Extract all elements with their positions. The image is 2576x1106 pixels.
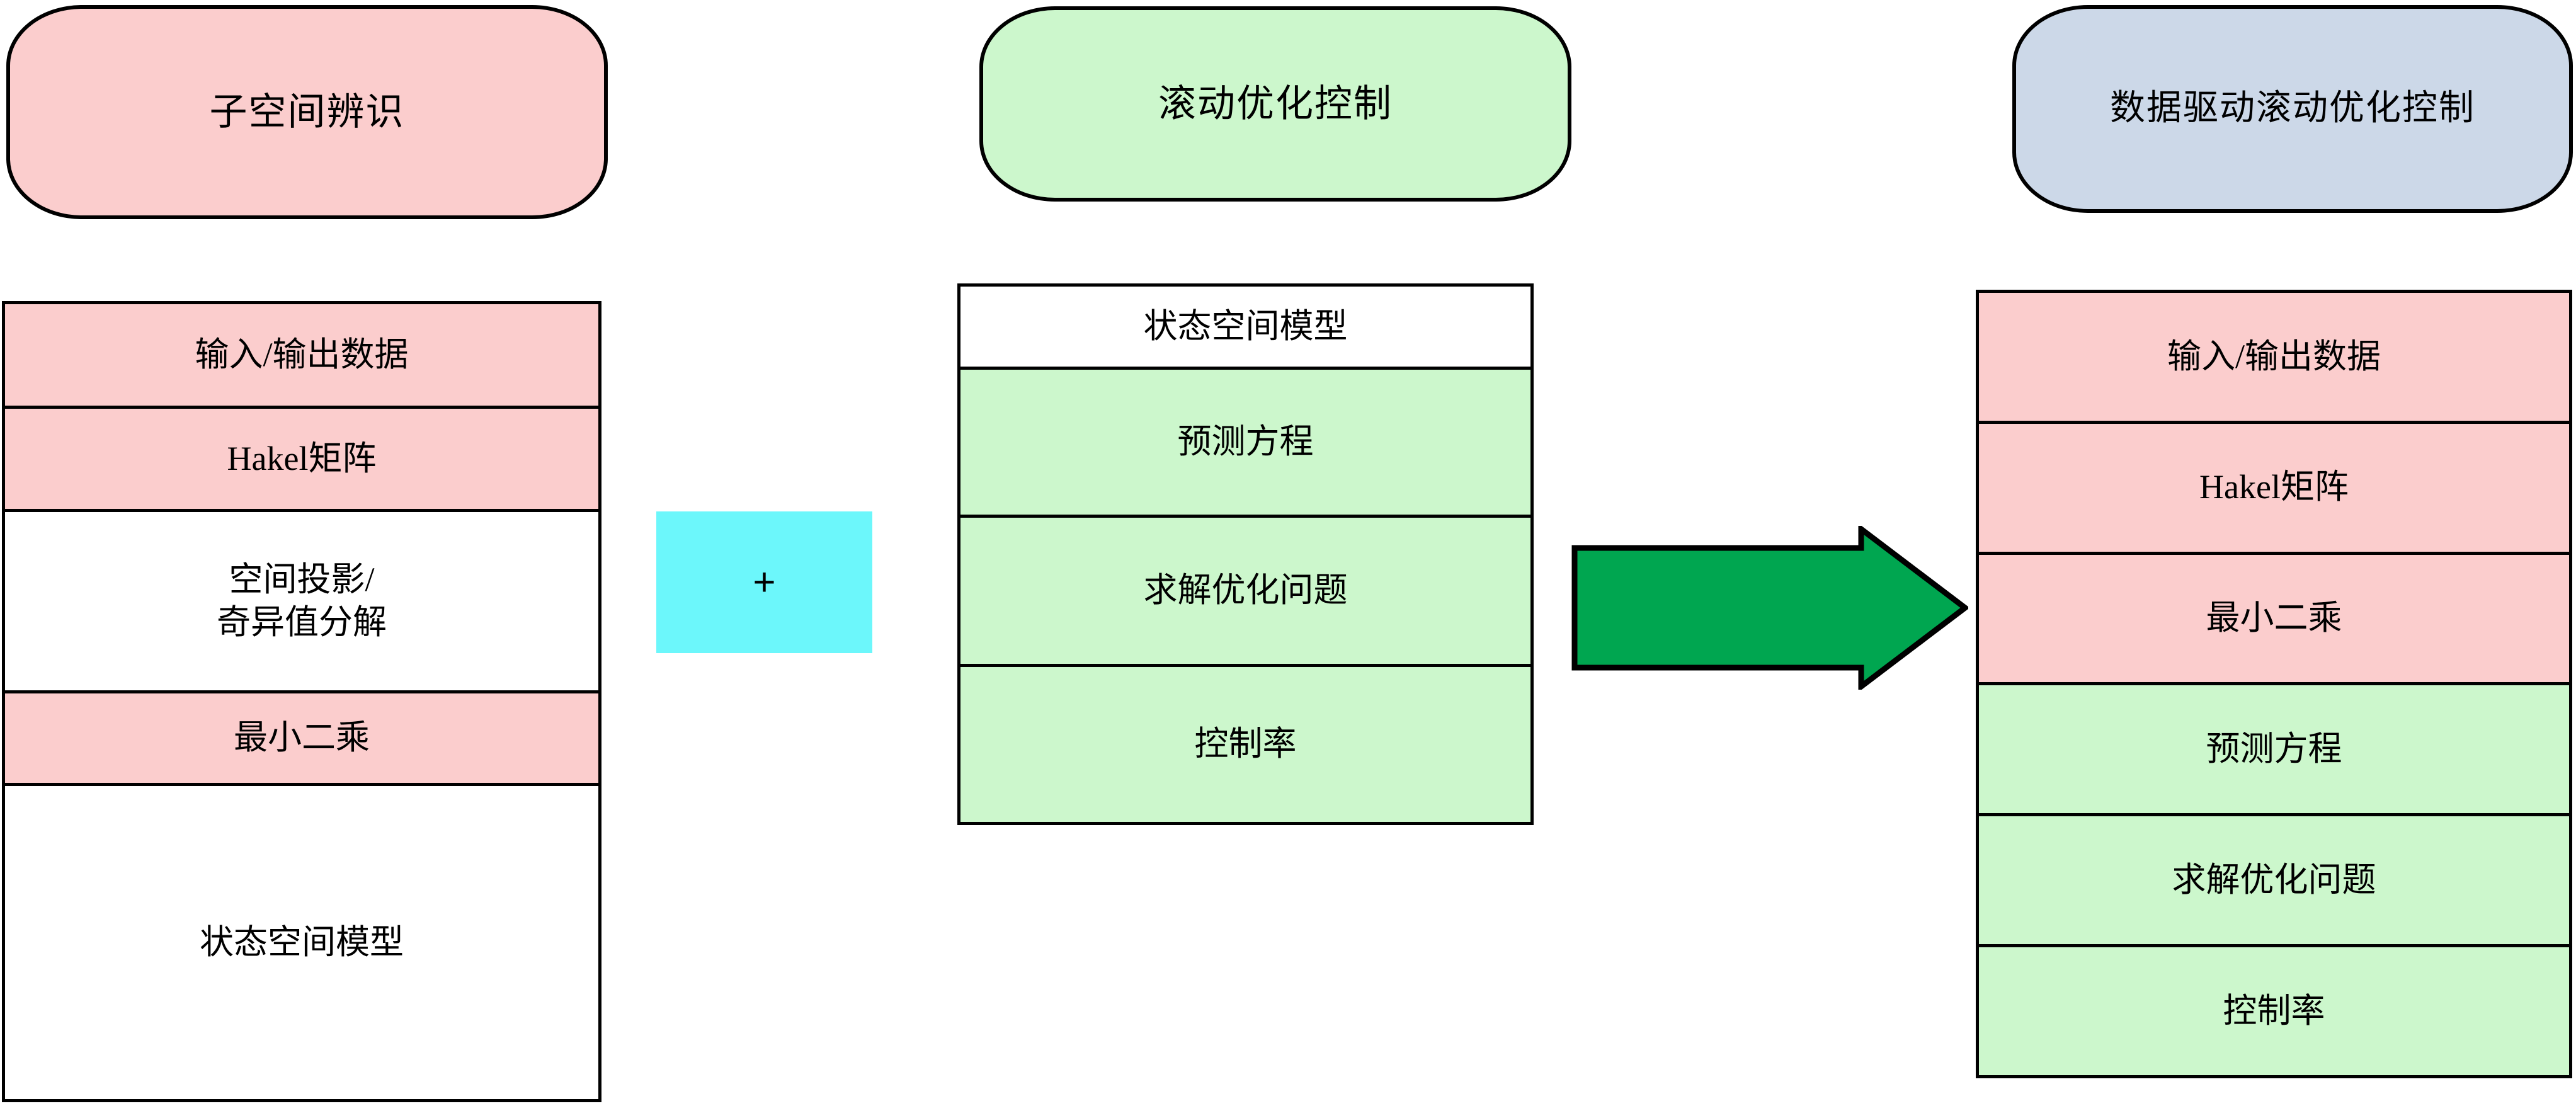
cell-label: Hakel矩阵: [227, 439, 377, 477]
stack-left-row-io-data: 输入/输出数据: [5, 304, 598, 409]
stack-middle-rolling: 状态空间模型 预测方程 求解优化问题 控制率: [957, 283, 1534, 825]
capsule-data-driven-label: 数据驱动滚动优化控制: [2110, 89, 2475, 128]
capsule-data-driven-rolling-optimization-control: 数据驱动滚动优化控制: [2012, 5, 2573, 213]
cell-label: 最小二乘: [234, 719, 370, 757]
stack-right-row-prediction-equation: 预测方程: [1979, 685, 2569, 817]
stack-right-row-solve-optimization: 求解优化问题: [1979, 816, 2569, 948]
cell-label-multiline: 空间投影/ 奇异值分解: [217, 559, 387, 644]
stack-middle-row-solve-optimization: 求解优化问题: [960, 518, 1530, 667]
cell-label-line-1: 空间投影/: [229, 561, 375, 598]
cell-label: 控制率: [1194, 725, 1297, 763]
stack-right-data-driven: 输入/输出数据 Hakel矩阵 最小二乘 预测方程 求解优化问题 控制率: [1976, 290, 2572, 1078]
stack-right-row-io-data: 输入/输出数据: [1979, 293, 2569, 424]
cell-label: 求解优化问题: [2172, 860, 2376, 899]
cell-label: 求解优化问题: [1143, 571, 1348, 610]
cell-label: 状态空间模型: [200, 923, 404, 961]
cell-label: Hakel矩阵: [2199, 468, 2349, 506]
cell-label: 最小二乘: [2206, 599, 2342, 637]
cell-label: 状态空间模型: [1143, 307, 1348, 345]
stack-left-row-state-space-model: 状态空间模型: [5, 786, 598, 1099]
stack-left-row-least-squares: 最小二乘: [5, 693, 598, 786]
stack-right-row-hakel-matrix: Hakel矩阵: [1979, 423, 2569, 555]
capsule-subspace-label: 子空间辨识: [209, 91, 405, 133]
stack-middle-row-state-space-model: 状态空间模型: [960, 287, 1530, 370]
cell-label-line-2: 奇异值分解: [217, 603, 387, 641]
cell-label: 输入/输出数据: [195, 335, 409, 373]
stack-left-row-projection-svd: 空间投影/ 奇异值分解: [5, 512, 598, 693]
right-arrow-icon: [1571, 526, 1968, 690]
stack-middle-row-prediction-equation: 预测方程: [960, 370, 1530, 518]
stack-left-subspace: 输入/输出数据 Hakel矩阵 空间投影/ 奇异值分解 最小二乘 状态空间模型: [2, 301, 601, 1102]
stack-right-row-least-squares: 最小二乘: [1979, 554, 2569, 686]
capsule-rolling-optimization-control: 滚动优化控制: [979, 6, 1571, 202]
capsule-rolling-label: 滚动优化控制: [1158, 83, 1393, 125]
capsule-subspace-identification: 子空间辨识: [6, 5, 608, 219]
cell-label: 控制率: [2223, 991, 2325, 1030]
plus-icon: +: [753, 560, 776, 604]
plus-operator-box: +: [656, 511, 872, 653]
cell-label: 预测方程: [2206, 730, 2342, 768]
arrow-polygon: [1571, 526, 1968, 690]
stack-right-row-control-law: 控制率: [1979, 947, 2569, 1075]
cell-label: 输入/输出数据: [2167, 337, 2381, 375]
stack-middle-row-control-law: 控制率: [960, 667, 1530, 822]
stack-left-row-hakel-matrix: Hakel矩阵: [5, 409, 598, 512]
right-arrow-shape: [1571, 526, 1968, 690]
cell-label: 预测方程: [1177, 423, 1314, 461]
